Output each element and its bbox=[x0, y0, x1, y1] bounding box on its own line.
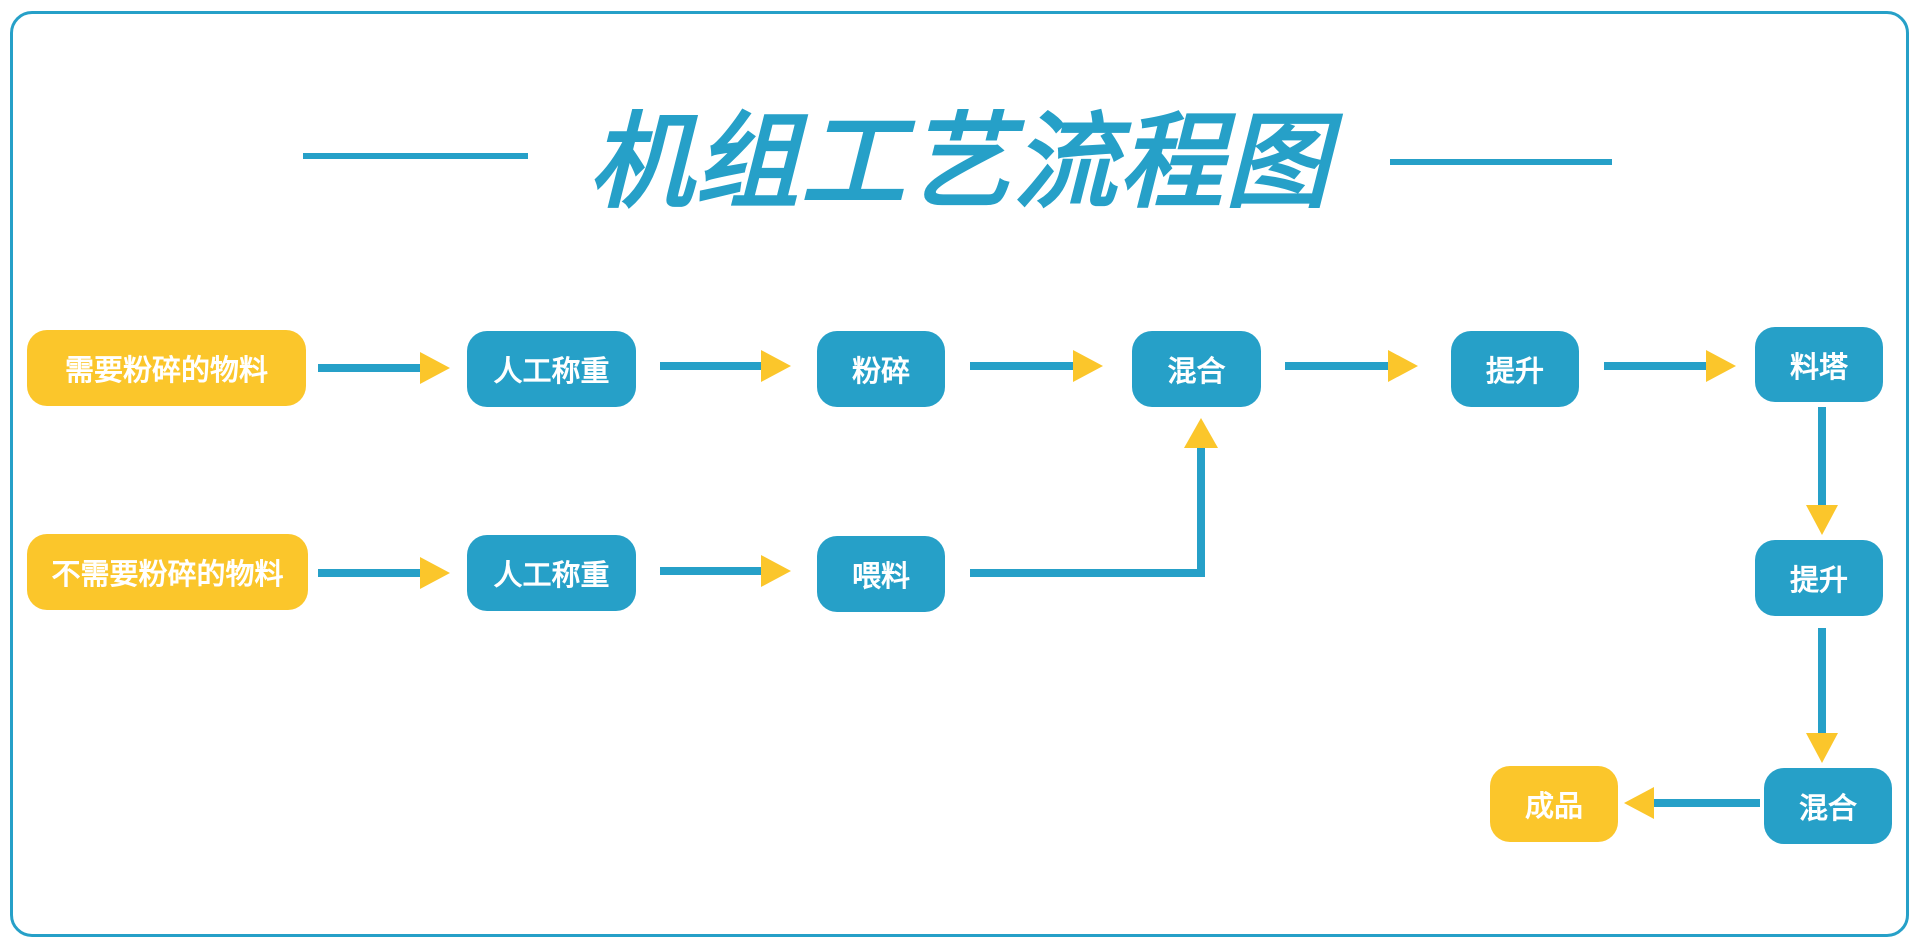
connector-feed-to-mix-1 bbox=[970, 444, 1205, 577]
node-crush: 粉碎 bbox=[817, 331, 945, 407]
node-crush-material: 需要粉碎的物料 bbox=[27, 330, 306, 406]
arrowhead-feed-to-mix-1 bbox=[1184, 418, 1218, 448]
arrowhead-to-weigh-2 bbox=[420, 557, 450, 589]
diagram-frame bbox=[10, 11, 1909, 937]
node-feed: 喂料 bbox=[817, 536, 945, 612]
arrowhead-to-lift-1 bbox=[1388, 350, 1418, 382]
arrowhead-to-weigh-1 bbox=[420, 352, 450, 384]
node-mix-2: 混合 bbox=[1764, 768, 1892, 844]
arrowhead-to-mix-1 bbox=[1073, 350, 1103, 382]
arrowhead-to-lift-2 bbox=[1806, 505, 1838, 535]
title-line-right bbox=[1390, 159, 1612, 165]
node-manual-weigh-1: 人工称重 bbox=[467, 331, 636, 407]
diagram-title: 机组工艺流程图 bbox=[588, 100, 1331, 223]
node-lift-1: 提升 bbox=[1451, 331, 1579, 407]
node-material-tower: 料塔 bbox=[1755, 327, 1883, 402]
node-manual-weigh-2: 人工称重 bbox=[467, 535, 636, 611]
node-lift-2: 提升 bbox=[1755, 540, 1883, 616]
arrowhead-to-crush bbox=[761, 350, 791, 382]
node-no-crush-material: 不需要粉碎的物料 bbox=[27, 534, 308, 610]
arrowhead-to-feed bbox=[761, 555, 791, 587]
arrowhead-to-tower bbox=[1706, 350, 1736, 382]
title-line-left bbox=[303, 153, 528, 159]
arrowhead-to-mix-2 bbox=[1806, 733, 1838, 763]
node-finished-product: 成品 bbox=[1490, 766, 1618, 842]
node-mix-1: 混合 bbox=[1132, 331, 1261, 407]
arrowhead-to-product bbox=[1624, 787, 1654, 819]
